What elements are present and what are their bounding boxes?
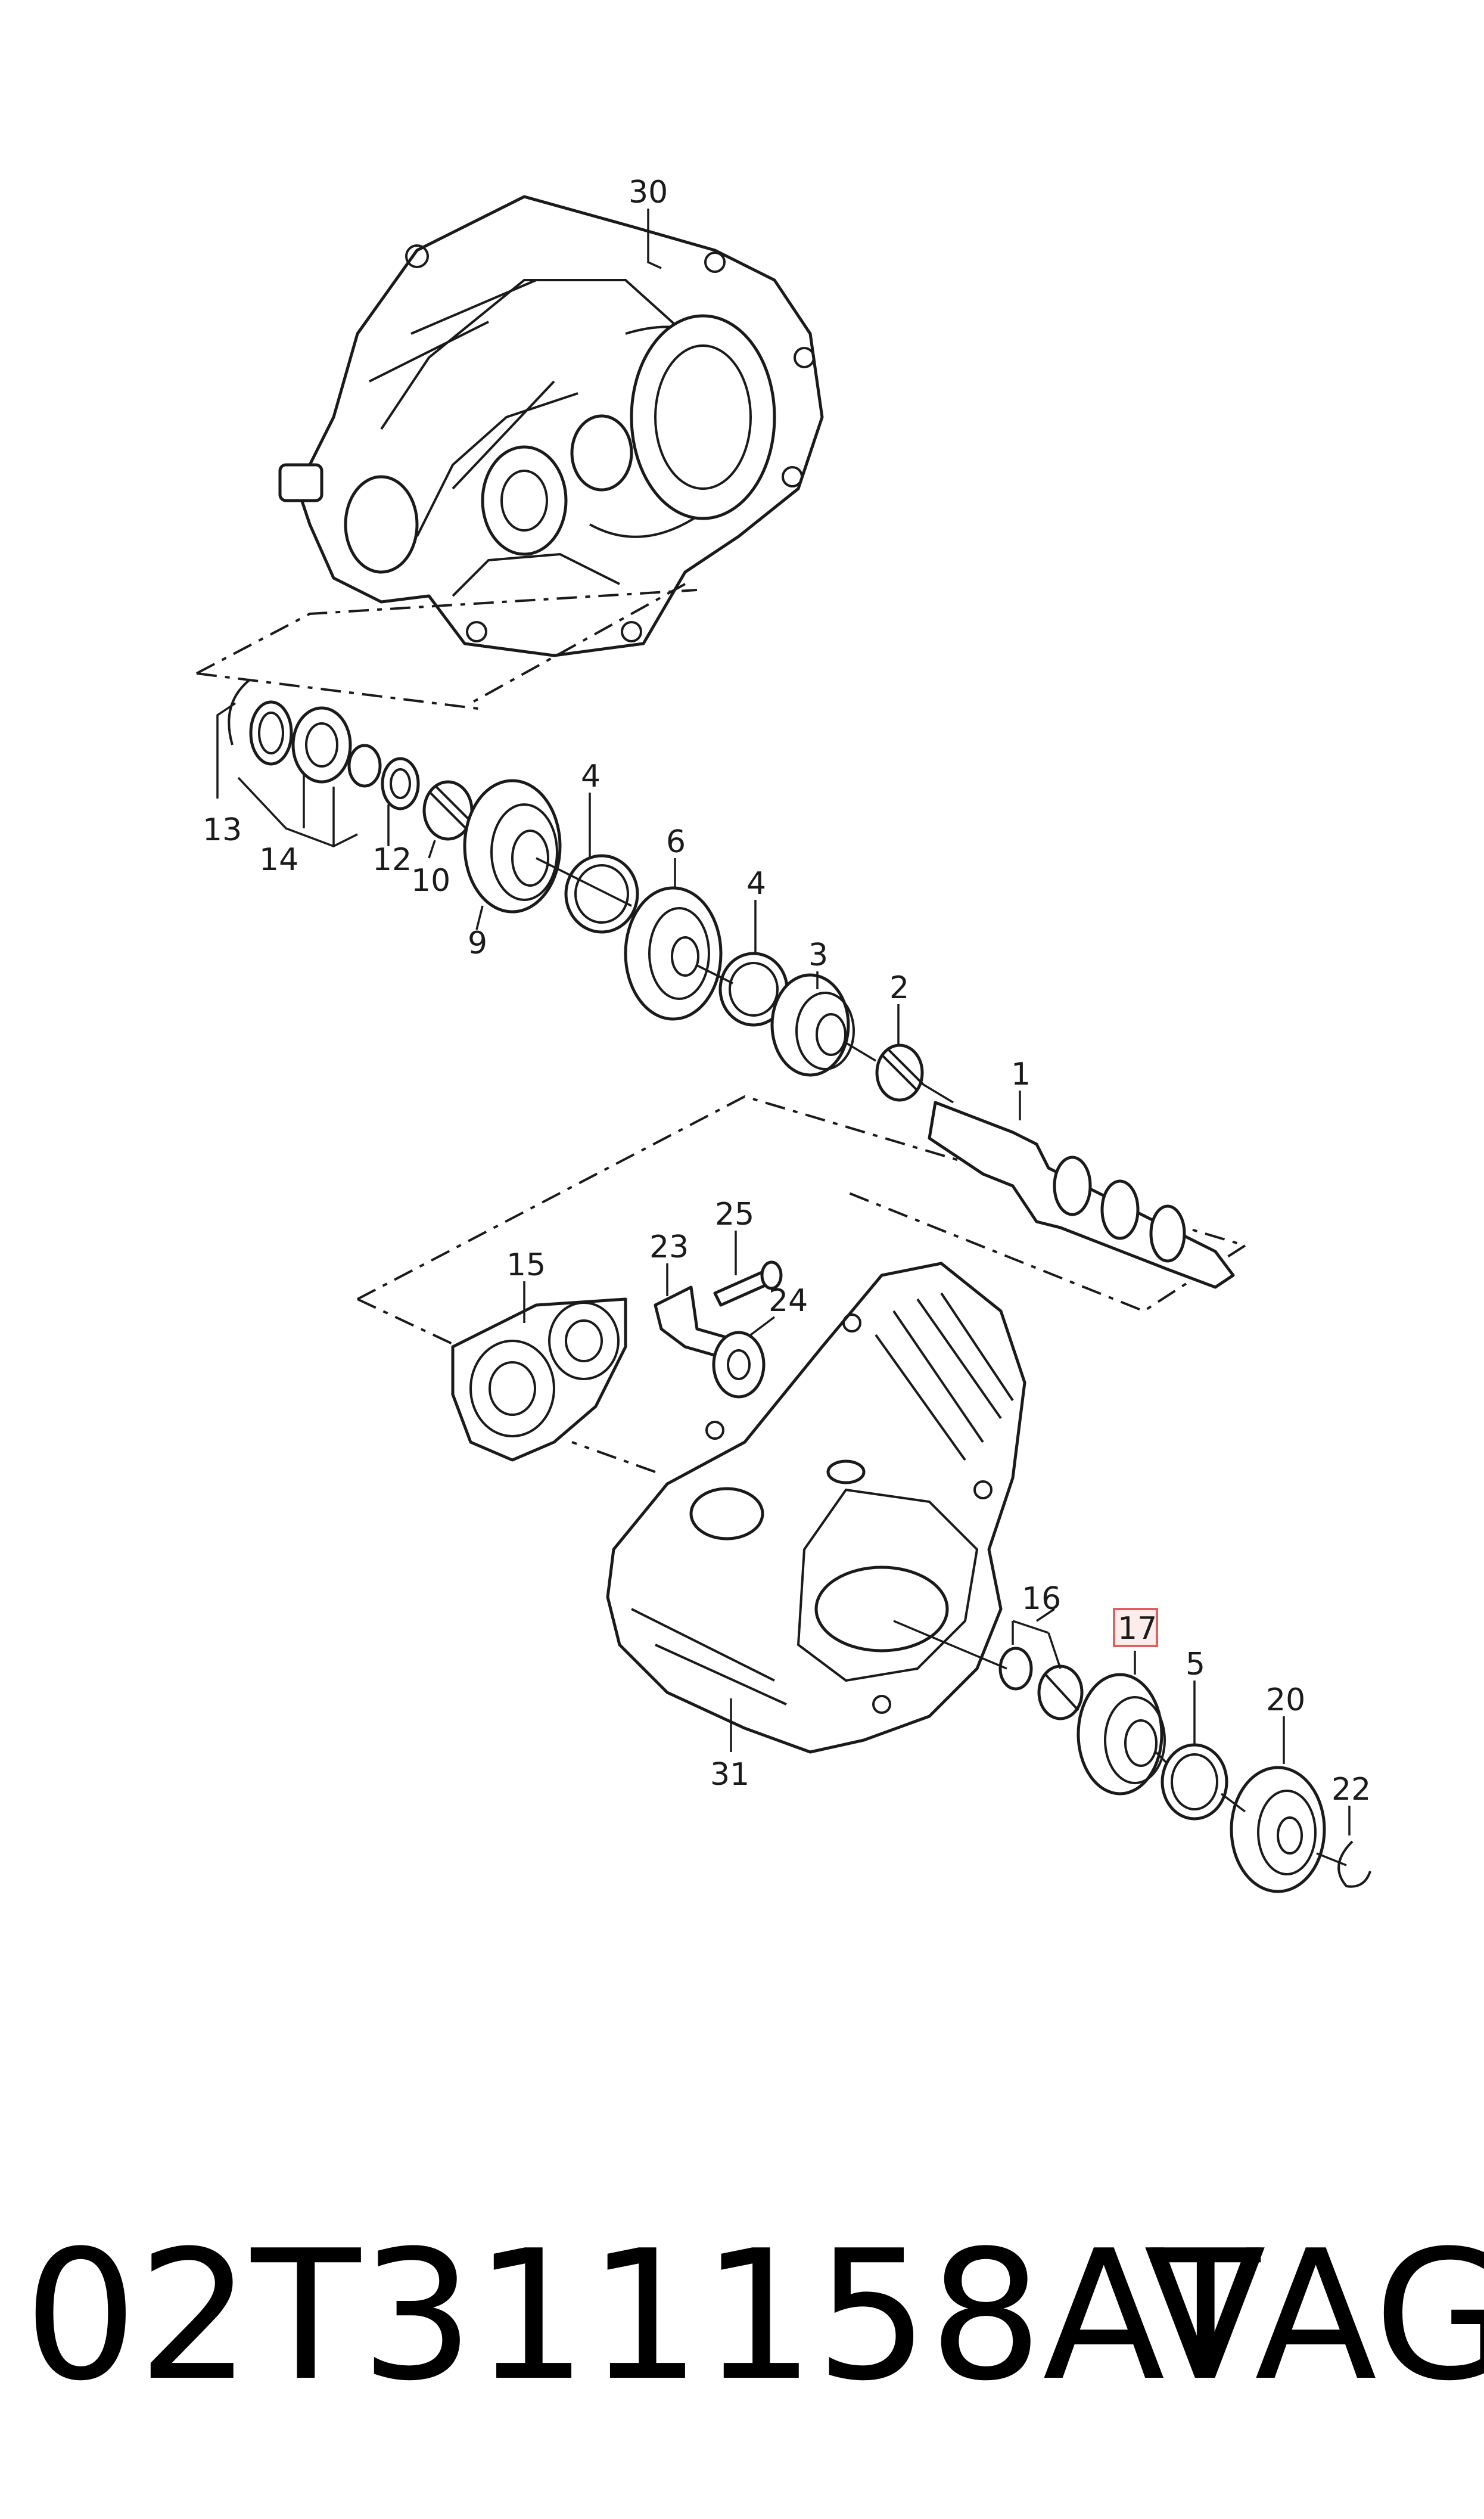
needle-bearing-16[interactable]: [1037, 1664, 1084, 1720]
callout-4-upper: 4: [581, 759, 601, 794]
callout-23: 23: [649, 1229, 689, 1265]
assembly-line-shaft: [357, 1095, 1248, 1313]
gear-17[interactable]: [1077, 1673, 1166, 1796]
callout-6: 6: [666, 824, 686, 860]
part-number: 02T311158AT: [24, 2212, 1263, 2420]
synchro-hub-20[interactable]: [1230, 1766, 1326, 1893]
assembly-line-upper: [196, 583, 698, 710]
bolt-25[interactable]: [713, 1260, 783, 1307]
callout-22: 22: [1331, 1772, 1371, 1807]
callout-17[interactable]: 17: [1118, 1611, 1157, 1647]
synchro-hub-6[interactable]: [624, 886, 723, 1021]
callout-9: 9: [468, 925, 487, 961]
leader-lines: [216, 209, 1351, 1835]
callout-13: 13: [203, 812, 242, 848]
circlip-13[interactable]: [228, 678, 251, 746]
bearing-14[interactable]: [291, 706, 352, 784]
callout-2: 2: [889, 970, 909, 1006]
bushing-16[interactable]: [998, 1647, 1033, 1691]
callout-17-highlight: [1113, 1608, 1158, 1647]
callout-14: 14: [259, 842, 298, 878]
gear-24[interactable]: [712, 1331, 766, 1399]
callout-12: 12: [372, 842, 412, 878]
synchro-ring-5[interactable]: [1161, 1743, 1228, 1821]
synchro-ring-4a[interactable]: [564, 854, 639, 934]
callout-3: 3: [808, 937, 828, 973]
callout-4-lower: 4: [746, 866, 766, 902]
callout-24: 24: [769, 1283, 808, 1319]
callout-10: 10: [411, 863, 450, 899]
bearing-cover-15[interactable]: [451, 1297, 627, 1462]
circlip-22[interactable]: [1337, 1840, 1371, 1888]
thrust-washer-12[interactable]: [381, 757, 420, 810]
assembly-axis-lower: [893, 1620, 1347, 1866]
needle-bearing-2[interactable]: [875, 1043, 925, 1102]
callout-25: 25: [715, 1197, 754, 1232]
callout-5: 5: [1186, 1647, 1205, 1682]
callout-20: 20: [1266, 1682, 1305, 1718]
callout-31: 31: [710, 1757, 749, 1793]
callout-labels: 30 13 14 12 10 9 4 6 4 3 2 1 25 23 15 24…: [203, 175, 1371, 1807]
brand-name: VAG: [1144, 2212, 1484, 2420]
callout-16: 16: [1022, 1581, 1061, 1617]
gearbox-housing-30[interactable]: [278, 195, 824, 657]
input-shaft-1[interactable]: [928, 1101, 1235, 1289]
assembly-axis-upper: [536, 857, 954, 1104]
callout-30: 30: [629, 175, 668, 210]
snap-ring-14[interactable]: [249, 700, 293, 766]
gear-3[interactable]: [770, 973, 855, 1077]
gear-9[interactable]: [463, 779, 562, 914]
callout-1: 1: [1011, 1057, 1031, 1092]
assembly-line-cover: [357, 1298, 656, 1473]
bushing-14[interactable]: [347, 744, 382, 788]
callout-15: 15: [506, 1247, 546, 1283]
